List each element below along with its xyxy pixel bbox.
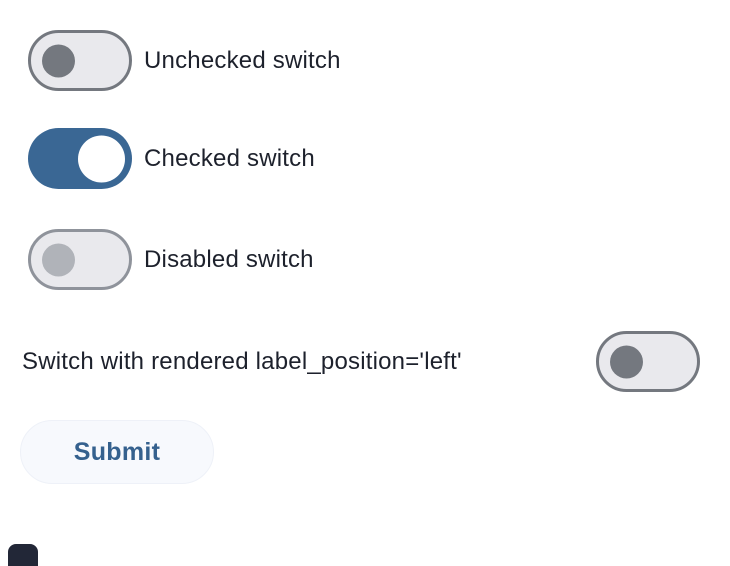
checked-switch-label: Checked switch [144,144,315,172]
checked-switch-toggle[interactable] [28,128,132,189]
switch-row-unchecked: Unchecked switch [28,30,341,91]
unchecked-switch-toggle[interactable] [28,30,132,91]
switch-thumb [42,44,75,77]
switch-thumb [78,135,125,182]
left-label-switch-toggle[interactable] [596,331,700,392]
submit-button[interactable]: Submit [20,420,214,484]
left-label-switch-label: Switch with rendered label_position='lef… [22,347,462,375]
switch-row-disabled: Disabled switch [28,229,314,290]
disabled-switch-label: Disabled switch [144,245,314,273]
bottom-left-badge [8,544,38,566]
switch-thumb [42,243,75,276]
switch-row-label-left: Switch with rendered label_position='lef… [22,331,712,392]
unchecked-switch-label: Unchecked switch [144,46,341,74]
disabled-switch-toggle [28,229,132,290]
switch-row-checked: Checked switch [28,128,315,189]
switch-thumb [610,345,643,378]
